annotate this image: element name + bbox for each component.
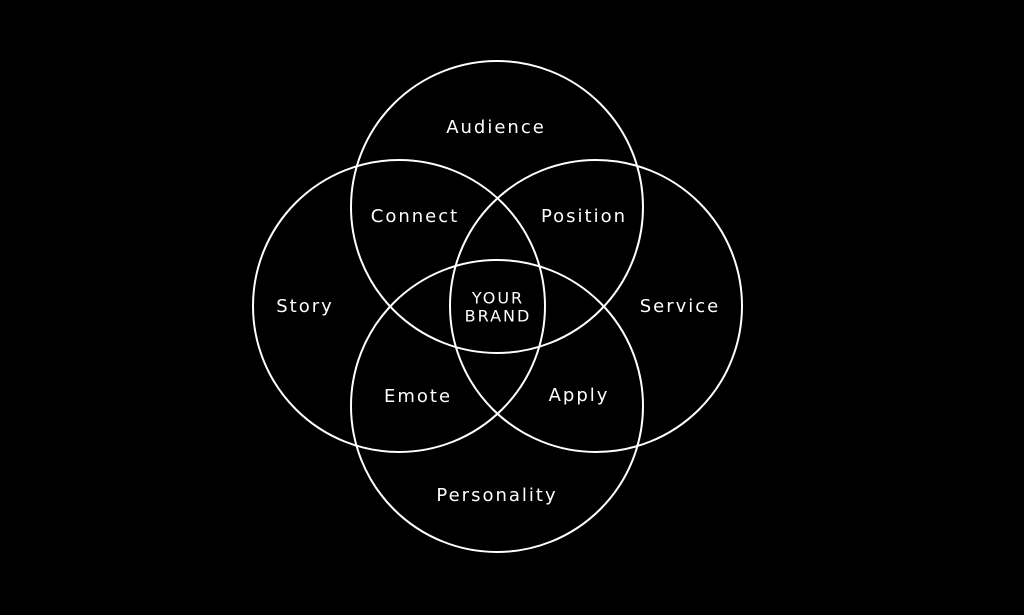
label-position: Position — [541, 206, 627, 227]
circle-right — [449, 159, 743, 453]
label-personality: Personality — [436, 485, 557, 506]
circle-left — [252, 159, 546, 453]
label-your: YOUR — [471, 289, 524, 308]
label-brand: BRAND — [465, 307, 532, 326]
label-apply: Apply — [549, 385, 610, 406]
label-audience: Audience — [446, 117, 546, 138]
label-connect: Connect — [371, 206, 459, 227]
circle-bottom — [350, 259, 644, 553]
label-story: Story — [276, 296, 334, 317]
circle-top — [350, 60, 644, 354]
label-service: Service — [640, 296, 721, 317]
label-emote: Emote — [384, 386, 452, 407]
